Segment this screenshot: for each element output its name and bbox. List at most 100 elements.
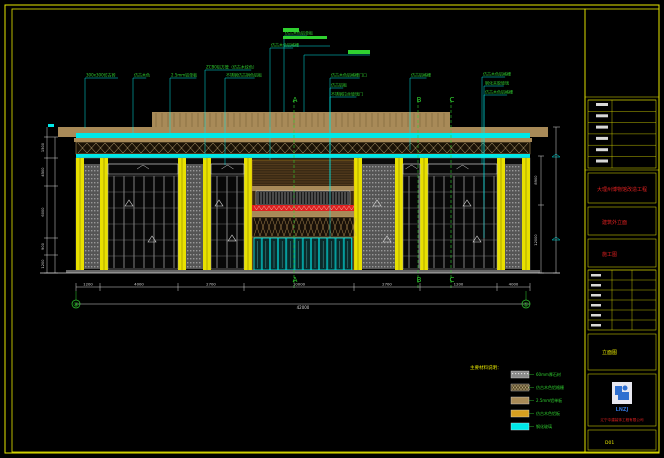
- stone-texture: [190, 246, 192, 248]
- stone-texture: [384, 262, 386, 264]
- stone-texture: [369, 174, 371, 176]
- stone-texture: [94, 166, 96, 168]
- stone-texture: [196, 166, 198, 168]
- stone-texture: [512, 186, 514, 188]
- frieze-lattice: [104, 142, 115, 154]
- stone-texture: [515, 250, 517, 252]
- dim-label-left: 4500: [41, 167, 45, 177]
- stone-texture: [193, 186, 195, 188]
- stone-texture: [199, 198, 201, 200]
- stone-texture: [366, 250, 368, 252]
- frieze-lattice: [401, 142, 412, 154]
- frieze-lattice: [410, 142, 421, 154]
- triangle-ornament: [472, 235, 482, 243]
- stone-texture: [378, 246, 380, 248]
- stone-texture: [91, 170, 93, 172]
- stone-texture: [97, 206, 99, 208]
- frieze-lattice: [257, 142, 268, 154]
- stone-texture: [390, 186, 392, 188]
- stone-texture: [85, 262, 87, 264]
- stone-texture: [378, 210, 380, 212]
- stone-texture: [97, 266, 99, 268]
- stone-texture: [515, 202, 517, 204]
- stone-texture: [369, 210, 371, 212]
- stone-texture: [518, 238, 520, 240]
- stone-texture: [518, 206, 520, 208]
- stone-texture: [85, 178, 87, 180]
- legend-swatch-pattern: [511, 384, 516, 391]
- stone-texture: [384, 250, 386, 252]
- stone-texture: [387, 238, 389, 240]
- upper-lattice-line: [337, 217, 345, 237]
- stone-texture: [512, 238, 514, 240]
- stone-texture: [91, 214, 93, 216]
- stone-texture: [381, 230, 383, 232]
- stone-texture: [97, 222, 99, 224]
- callout-label: 不锈钢仿古铜色铝板: [226, 72, 262, 78]
- stone-texture: [199, 254, 201, 256]
- stone-texture: [196, 178, 198, 180]
- stone-texture: [515, 230, 517, 232]
- stone-texture: [381, 194, 383, 196]
- stone-texture: [88, 258, 90, 260]
- stone-texture: [509, 182, 511, 184]
- triangle-ornament: [227, 234, 237, 242]
- stone-texture: [199, 186, 201, 188]
- dim-label: 1200: [454, 282, 464, 287]
- stone-texture: [375, 182, 377, 184]
- stone-texture: [369, 178, 371, 180]
- stone-texture: [94, 250, 96, 252]
- stone-texture: [384, 222, 386, 224]
- stone-texture: [509, 238, 511, 240]
- stone-texture: [91, 230, 93, 232]
- dim-label-right: 8900: [534, 175, 538, 185]
- upper-lattice-line: [277, 217, 285, 237]
- stone-texture: [506, 222, 508, 224]
- stone-texture: [512, 250, 514, 252]
- stone-texture: [372, 190, 374, 192]
- stone-texture: [85, 174, 87, 176]
- legend-item-label: 钢化玻璃: [536, 423, 552, 429]
- stone-texture: [390, 254, 392, 256]
- stone-texture: [363, 238, 365, 240]
- upper-lattice-line: [295, 217, 303, 237]
- stone-texture: [372, 238, 374, 240]
- stone-texture: [375, 250, 377, 252]
- stone-texture: [190, 262, 192, 264]
- frieze-lattice: [221, 142, 232, 154]
- stone-texture: [366, 258, 368, 260]
- stone-texture: [381, 246, 383, 248]
- frieze-lattice: [140, 142, 151, 154]
- stone-texture: [515, 182, 517, 184]
- stone-texture: [369, 234, 371, 236]
- stone-texture: [97, 262, 99, 264]
- stone-texture: [393, 266, 395, 268]
- stone-texture: [196, 190, 198, 192]
- stone-texture: [369, 206, 371, 208]
- stone-texture: [515, 238, 517, 240]
- frieze-lattice: [482, 142, 493, 154]
- stone-texture: [85, 250, 87, 252]
- stone-texture: [375, 246, 377, 248]
- stone-texture: [196, 198, 198, 200]
- stone-texture: [506, 186, 508, 188]
- stone-texture: [193, 242, 195, 244]
- stone-texture: [196, 202, 198, 204]
- legend-swatch-pattern: [521, 373, 523, 375]
- stone-texture: [378, 258, 380, 260]
- legend-swatch: [510, 422, 530, 431]
- stone-texture: [187, 258, 189, 260]
- stone-texture: [94, 214, 96, 216]
- stone-texture: [512, 206, 514, 208]
- stone-texture: [85, 230, 87, 232]
- stone-texture: [512, 230, 514, 232]
- stone-texture: [393, 186, 395, 188]
- frieze-lattice: [311, 142, 322, 154]
- frieze-lattice: [194, 142, 205, 154]
- stone-texture: [363, 186, 365, 188]
- stone-texture: [384, 190, 386, 192]
- frieze-lattice: [365, 142, 376, 154]
- stone-texture: [199, 206, 201, 208]
- stone-texture: [512, 214, 514, 216]
